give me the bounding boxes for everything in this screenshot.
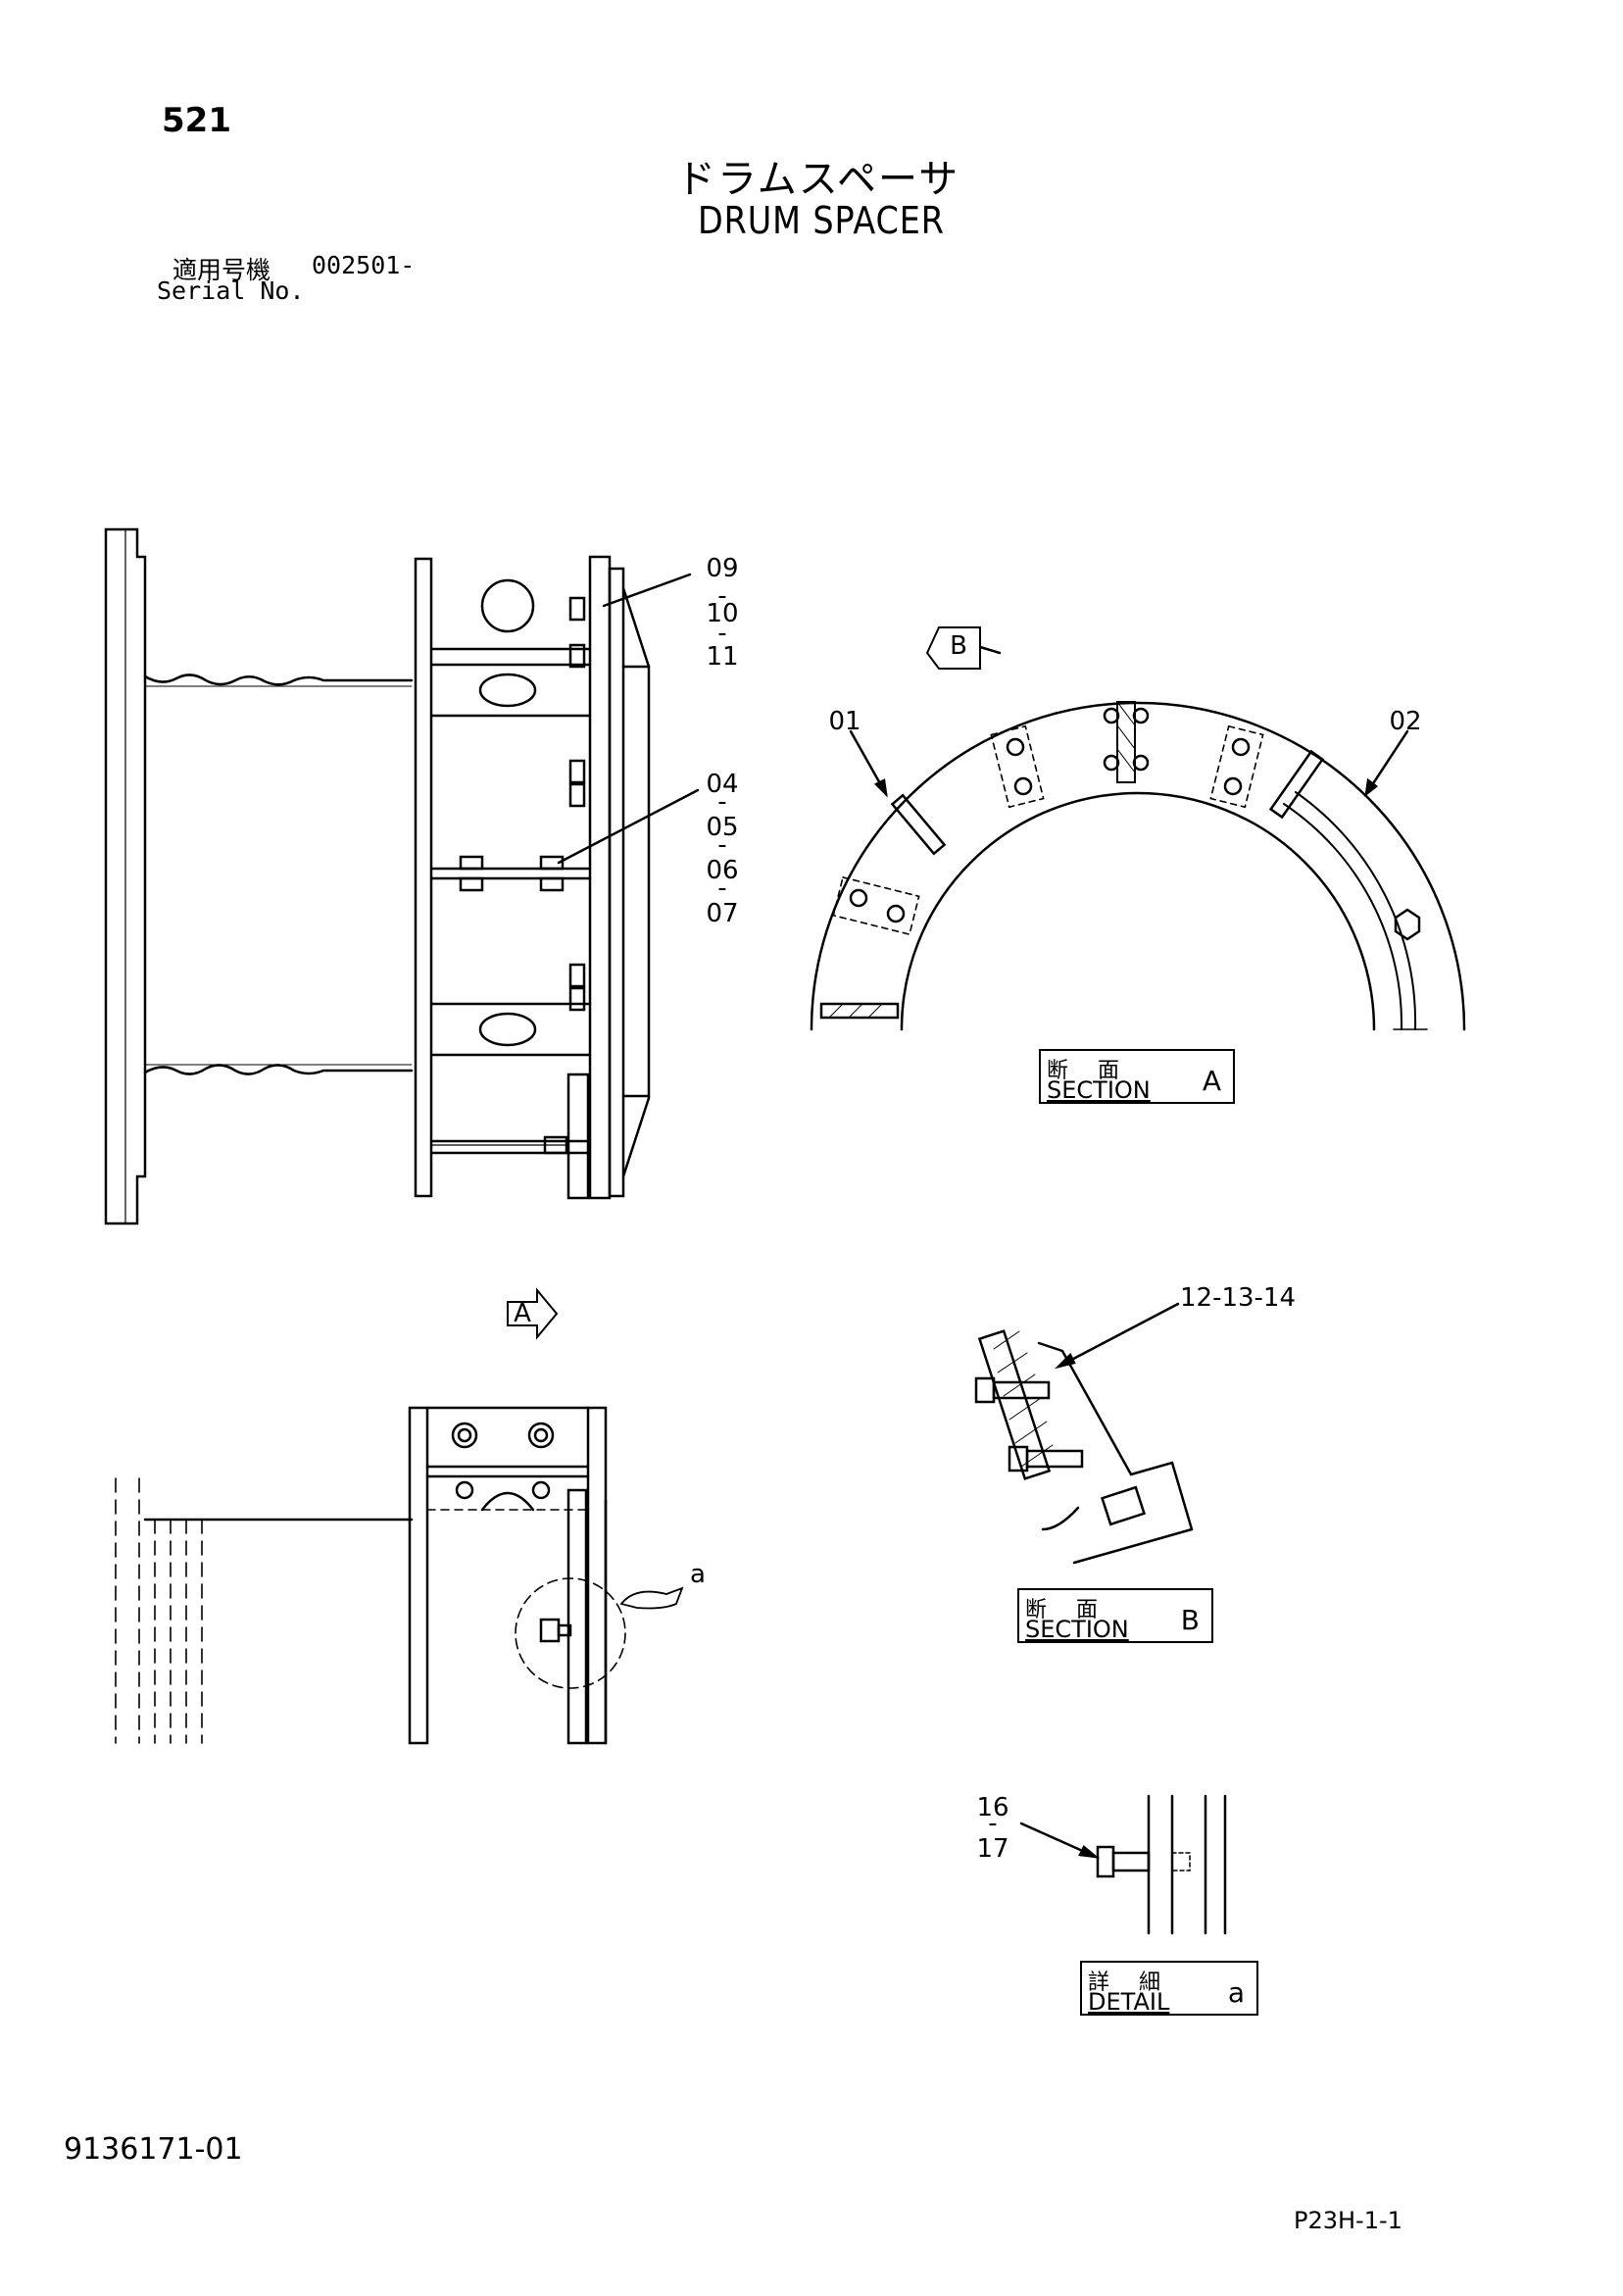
- detail-a-label: 詳細 DETAIL a: [1080, 1961, 1258, 2016]
- callout-07: 07: [706, 899, 739, 928]
- callout-05: 05: [706, 813, 739, 842]
- detail-a-view: [1019, 1794, 1227, 1935]
- detail-pointer-label: a: [690, 1560, 706, 1589]
- serial-label-english: Serial No.: [157, 276, 305, 305]
- section-b-view: [974, 1302, 1194, 1565]
- title-english: DRUM SPACER: [698, 199, 945, 242]
- callout-06: 06: [706, 856, 739, 885]
- page-reference: P23H-1-1: [1294, 2207, 1402, 2234]
- section-a-view: [810, 626, 1466, 1031]
- callout-16: 16: [976, 1793, 1009, 1822]
- serial-label-japanese: 適用号機: [172, 256, 271, 284]
- callout-11: 11: [706, 642, 739, 672]
- callout-04: 04: [706, 770, 739, 799]
- callout-09-11: 09-: [706, 554, 739, 611]
- serial-value: 002501-: [312, 251, 416, 279]
- page-number: 521: [162, 101, 231, 140]
- view-b-arrow-label: B: [950, 631, 967, 661]
- callout-10: 10: [706, 599, 739, 628]
- elevation-view: [104, 527, 700, 1225]
- document-number: 9136171-01: [64, 2132, 243, 2167]
- view-a-arrow-label: A: [514, 1299, 531, 1328]
- section-b-label: 断面 SECTION B: [1017, 1588, 1213, 1643]
- section-a-label: 断面 SECTION A: [1039, 1049, 1235, 1104]
- callout-01: 01: [828, 707, 861, 736]
- callout-12-14: 12-13-14: [1179, 1283, 1296, 1313]
- callout-02: 02: [1389, 707, 1422, 736]
- view-a: [115, 1287, 684, 1745]
- callout-17: 17: [976, 1834, 1009, 1864]
- title-japanese: ドラムスペーサ: [676, 157, 960, 202]
